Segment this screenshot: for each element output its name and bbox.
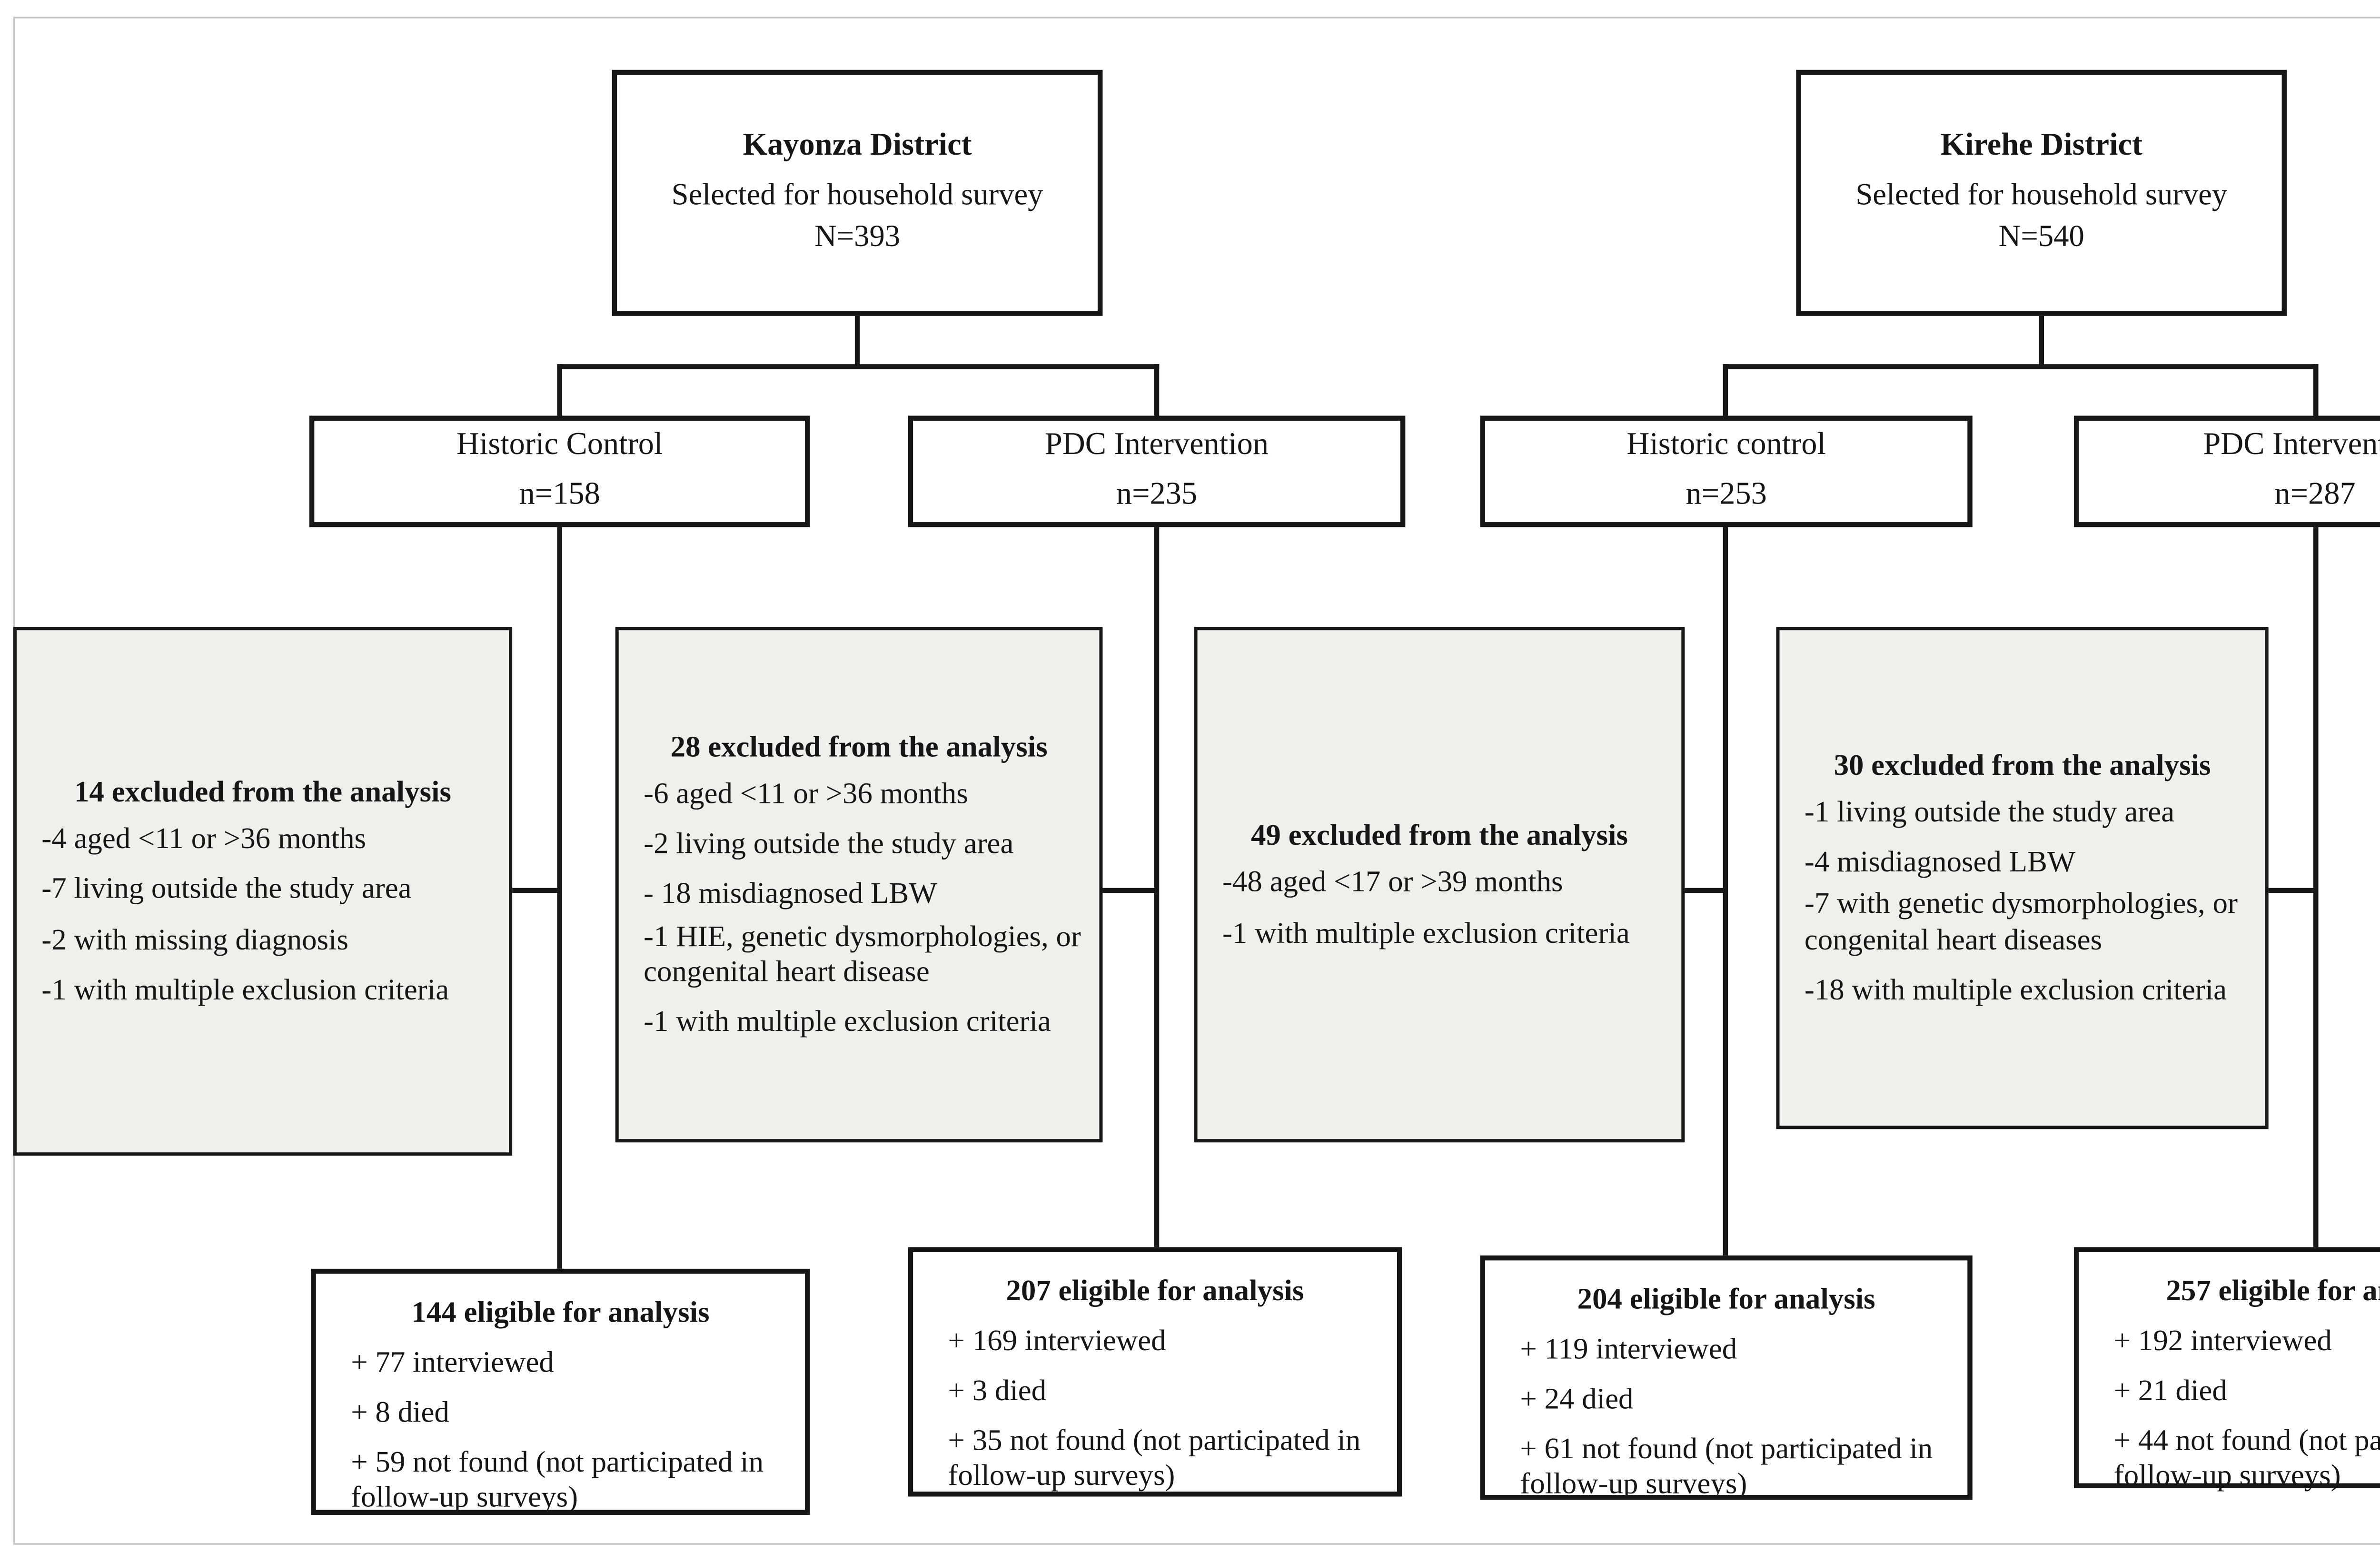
connector-kayonza-historic-vertical <box>557 527 562 1272</box>
eligible-item: + 59 not found (not participated in foll… <box>351 1445 764 1513</box>
arm-n: n=235 <box>1116 477 1198 513</box>
district-subtitle: Selected for household survey <box>1855 180 2228 214</box>
excluded-title: 49 excluded from the analysis <box>1250 819 1628 852</box>
district-title: Kirehe District <box>1940 129 2143 164</box>
eligible-title: 207 eligible for analysis <box>1006 1274 1304 1307</box>
arm-box-kayonza-historic: Historic Control n=158 <box>309 415 810 527</box>
excluded-item: -1 HIE, genetic dysmorphologies, or cong… <box>644 919 1081 987</box>
eligible-item: + 3 died <box>948 1374 1047 1407</box>
eligible-item: + 8 died <box>351 1395 449 1429</box>
arm-n: n=253 <box>1686 477 1767 513</box>
district-n: N=540 <box>1998 220 2084 254</box>
connector-kirehe-stem <box>2039 316 2044 368</box>
connector-stub-kirehe-historic <box>1681 888 1726 893</box>
eligible-item: + 21 died <box>2113 1374 2227 1407</box>
district-title: Kayonza District <box>743 129 972 164</box>
connector-kayonza-pdc-vertical <box>1154 527 1160 1247</box>
connector-kirehe-drop-historic <box>1723 364 1728 419</box>
excluded-item: -4 aged <11 or >36 months <box>41 822 367 856</box>
connector-stub-kayonza-historic <box>509 888 559 893</box>
eligible-box-kayonza-historic: 144 eligible for analysis + 77 interview… <box>311 1268 810 1515</box>
connector-kayonza-drop-historic <box>557 364 562 419</box>
excluded-item: -1 with multiple exclusion criteria <box>644 1003 1051 1037</box>
connector-kayonza-branch-bar <box>557 364 1160 369</box>
eligible-box-kayonza-pdc: 207 eligible for analysis + 169 intervie… <box>908 1247 1402 1497</box>
eligible-title: 257 eligible for analysis <box>2166 1274 2380 1307</box>
excluded-box-kayonza-historic: 14 excluded from the analysis -4 aged <1… <box>13 627 513 1156</box>
eligible-box-kirehe-pdc: 257 eligible for analysis + 192 intervie… <box>2073 1247 2380 1492</box>
eligible-item: + 169 interviewed <box>948 1324 1166 1357</box>
arm-n: n=287 <box>2274 477 2356 513</box>
excluded-title: 30 excluded from the analysis <box>1834 749 2211 782</box>
connector-kayonza-stem <box>854 316 860 368</box>
excluded-item: -2 with missing diagnosis <box>41 922 349 956</box>
excluded-item: -7 living outside the study area <box>41 872 412 906</box>
eligible-item: + 61 not found (not participated in foll… <box>1520 1432 1933 1500</box>
excluded-item: -2 living outside the study area <box>644 827 1014 860</box>
arm-label: PDC Intervention <box>2203 427 2380 463</box>
district-box-kirehe: Kirehe District Selected for household s… <box>1796 69 2287 316</box>
eligible-item: + 44 not found (not participated in foll… <box>2113 1424 2380 1492</box>
excluded-box-kayonza-pdc: 28 excluded from the analysis -6 aged <1… <box>615 627 1103 1143</box>
excluded-title: 14 excluded from the analysis <box>74 775 451 809</box>
connector-stub-kirehe-pdc <box>2265 888 2317 893</box>
arm-n: n=158 <box>519 477 600 513</box>
arm-label: Historic Control <box>456 427 663 463</box>
eligible-box-kirehe-historic: 204 eligible for analysis + 119 intervie… <box>1480 1255 1973 1500</box>
eligible-title: 144 eligible for analysis <box>411 1295 710 1329</box>
excluded-item: -18 with multiple exclusion criteria <box>1804 972 2227 1006</box>
excluded-item: -48 aged <17 or >39 months <box>1222 865 1563 899</box>
excluded-item: -4 misdiagnosed LBW <box>1804 845 2076 879</box>
eligible-item: + 77 interviewed <box>351 1345 554 1379</box>
excluded-item: -1 with multiple exclusion criteria <box>41 972 449 1006</box>
connector-stub-kayonza-pdc <box>1099 888 1156 893</box>
arm-label: Historic control <box>1626 427 1826 463</box>
excluded-item: -7 with genetic dysmorphologies, or cong… <box>1804 887 2238 956</box>
excluded-box-kirehe-historic: 49 excluded from the analysis -48 aged <… <box>1194 627 1685 1143</box>
arm-box-kirehe-historic: Historic control n=253 <box>1480 415 1973 527</box>
excluded-title: 28 excluded from the analysis <box>670 731 1048 764</box>
eligible-title: 204 eligible for analysis <box>1577 1282 1875 1315</box>
excluded-item: - 18 misdiagnosed LBW <box>644 877 937 910</box>
eligible-item: + 119 interviewed <box>1520 1332 1737 1365</box>
excluded-box-kirehe-pdc: 30 excluded from the analysis -1 living … <box>1776 627 2269 1129</box>
arm-box-kirehe-pdc: PDC Intervention n=287 <box>2073 415 2380 527</box>
eligible-item: + 192 interviewed <box>2113 1324 2332 1357</box>
district-n: N=393 <box>814 220 901 254</box>
district-subtitle: Selected for household survey <box>671 180 1043 214</box>
excluded-item: -1 with multiple exclusion criteria <box>1222 915 1630 949</box>
connector-kirehe-drop-pdc <box>2313 364 2319 419</box>
arm-label: PDC Intervention <box>1044 427 1269 463</box>
connector-kayonza-drop-pdc <box>1154 364 1160 419</box>
arm-box-kayonza-pdc: PDC Intervention n=235 <box>908 415 1406 527</box>
excluded-item: -6 aged <11 or >36 months <box>644 777 968 811</box>
eligible-item: + 35 not found (not participated in foll… <box>948 1424 1361 1492</box>
district-box-kayonza: Kayonza District Selected for household … <box>612 69 1103 316</box>
eligible-item: + 24 died <box>1520 1382 1634 1415</box>
connector-kirehe-branch-bar <box>1723 364 2319 369</box>
excluded-item: -1 living outside the study area <box>1804 795 2175 829</box>
connector-kirehe-pdc-vertical <box>2313 527 2319 1247</box>
